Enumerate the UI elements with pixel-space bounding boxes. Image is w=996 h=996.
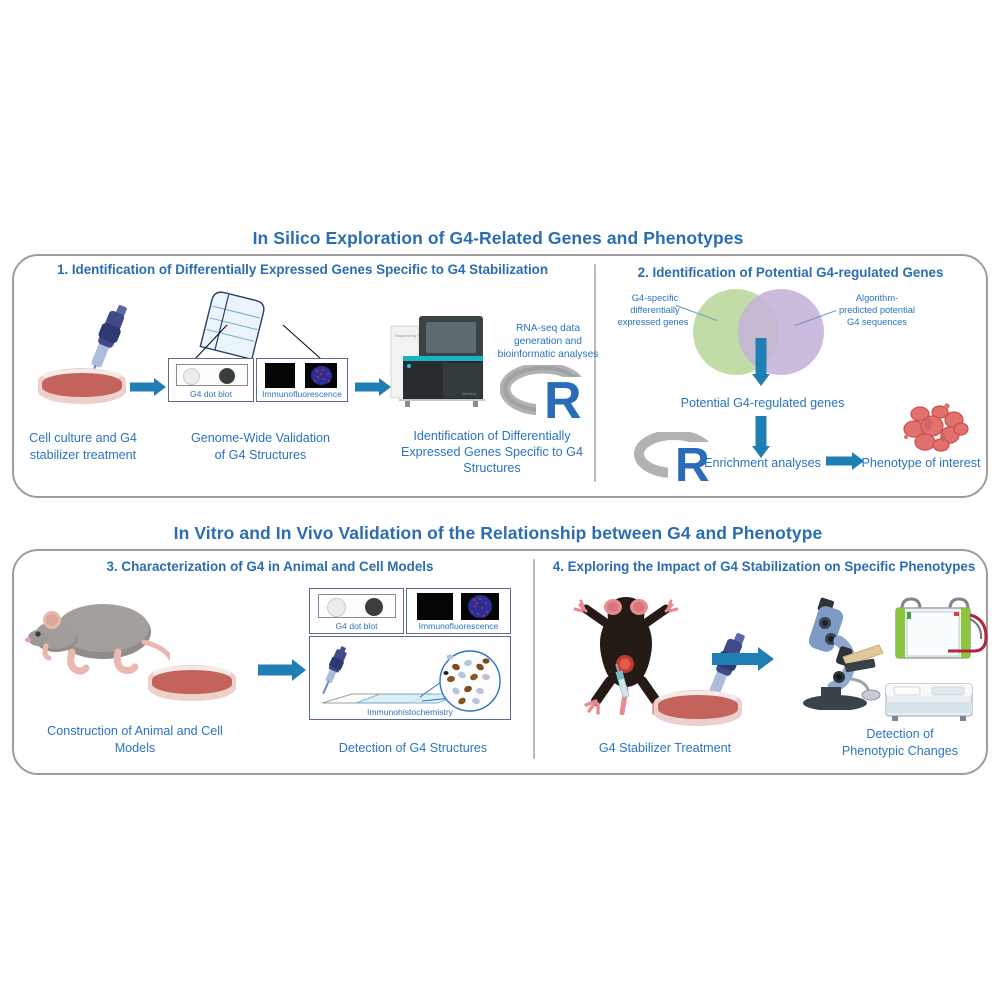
- g4-dot-blot-label-2: G4 dot blot: [335, 621, 378, 631]
- mouse-dorsal-injection-icon: [573, 597, 679, 715]
- step-3-caption-line3: Structures: [463, 461, 521, 475]
- panel-4-heading: 4. Exploring the Impact of G4 Stabilizat…: [552, 559, 976, 574]
- r-logo-icon-2: R: [634, 432, 714, 484]
- analyzer-instrument-icon: [885, 683, 973, 721]
- step-2-caption-line1: Genome-Wide Validation: [190, 431, 331, 445]
- immunofluorescence-box-2: Immunofluorescence: [406, 588, 511, 634]
- immunofluorescence-label-2: Immunofluorescence: [418, 621, 499, 631]
- arrow-treatment-to-detection: [712, 647, 774, 671]
- g4-dot-blot-label: G4 dot blot: [189, 389, 233, 399]
- venn-right-label-line3: G4 sequences: [847, 317, 907, 327]
- immunofluorescence-label: Immunofluorescence: [262, 389, 342, 399]
- enrichment-analyses-label: Enrichment analyses: [704, 456, 821, 470]
- petri-dish-icon-2: [148, 665, 236, 701]
- sequencer-icon: Sequencing Sys Illumina: [390, 316, 485, 407]
- venn-right-label-line1: Algorithm-: [855, 293, 899, 303]
- potential-g4-regulated-genes-label: Potential G4-regulated genes: [680, 396, 845, 410]
- microscope-icon: [803, 597, 884, 710]
- panel-divider-1: [594, 264, 596, 482]
- detection-g4-caption: Detection of G4 Structures: [338, 741, 488, 755]
- electrophoresis-blot-icon: [895, 597, 988, 659]
- rnaseq-note-line3: bioinformatic analyses: [497, 349, 599, 360]
- section-title-in-vitro-in-vivo: In Vitro and In Vivo Validation of the R…: [173, 523, 823, 543]
- immunohistochemistry-box: Immunohistochemistry: [309, 636, 511, 720]
- svg-text:R: R: [675, 439, 710, 484]
- step-1-caption-line1: Cell culture and G4: [29, 431, 137, 445]
- section-title-in-silico: In Silico Exploration of G4-Related Gene…: [252, 228, 744, 248]
- step-3-caption-line1: Identification of Differentially: [413, 429, 571, 443]
- phenotype-of-interest-label: Phenotype of interest: [861, 456, 981, 470]
- mouse-side-icon: [25, 604, 170, 675]
- step-2-caption-line2: of G4 Structures: [214, 448, 307, 462]
- r-logo-icon: R: [500, 365, 586, 421]
- venn-circle-algorithm-predicted: [738, 289, 824, 375]
- svg-text:Illumina: Illumina: [462, 391, 477, 396]
- immunofluorescence-box: Immunofluorescence: [256, 358, 348, 402]
- panel-divider-2: [533, 559, 535, 759]
- petri-dish-icon-3: [654, 690, 742, 726]
- rnaseq-note-line2: generation and: [514, 336, 582, 347]
- panel-2-heading: 2. Identification of Potential G4-regula…: [637, 265, 944, 280]
- g4-stabilizer-treatment-caption: G4 Stabilizer Treatment: [598, 741, 732, 755]
- arrow-models-to-detection: [258, 659, 306, 681]
- step-construction-caption-line1: Construction of Animal and Cell: [47, 724, 223, 738]
- step-1-caption-line2: stabilizer treatment: [29, 448, 137, 462]
- arrow-enrichment-to-phenotype: [826, 452, 864, 470]
- arrow-step2-to-step3: [355, 378, 391, 396]
- arrow-step1-to-step2: [130, 378, 166, 396]
- svg-text:Sequencing Sys: Sequencing Sys: [395, 333, 424, 338]
- panel-3-heading: 3. Characterization of G4 in Animal and …: [106, 559, 434, 574]
- detection-phenotypic-caption-line2: Phenotypic Changes: [841, 744, 959, 758]
- step-3-caption-line2: Expressed Genes Specific to G4: [400, 445, 583, 459]
- venn-left-label-line2: differentially: [630, 305, 680, 315]
- step-construction-caption-line2: Models: [114, 741, 156, 755]
- venn-right-label-line2: predicted potential: [839, 305, 915, 315]
- tumor-icon: [903, 403, 969, 452]
- immunohistochemistry-label: Immunohistochemistry: [367, 707, 453, 717]
- arrow-result-to-enrichment: [749, 416, 773, 458]
- g4-dot-blot-box-2: G4 dot blot: [309, 588, 404, 634]
- arrow-venn-to-result: [749, 338, 773, 386]
- svg-text:R: R: [544, 372, 582, 421]
- detection-phenotypic-caption-line1: Detection of: [866, 727, 934, 741]
- venn-left-label-line1: G4-specific: [631, 293, 679, 303]
- g4-dot-blot-box: G4 dot blot: [168, 358, 254, 402]
- panel-1-heading: 1. Identification of Differentially Expr…: [56, 262, 549, 277]
- venn-left-label-line3: expressed genes: [617, 317, 689, 327]
- well-plate-icon: [194, 291, 322, 361]
- petri-dish-body: [38, 368, 126, 404]
- rnaseq-note-line1: RNA-seq data: [516, 323, 580, 334]
